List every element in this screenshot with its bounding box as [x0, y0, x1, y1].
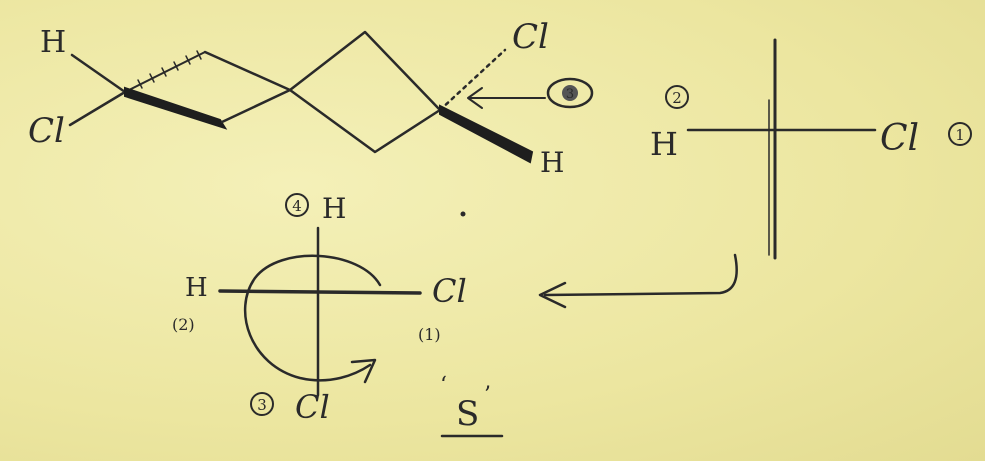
label-cl-top-right: Cl	[512, 17, 549, 57]
fischer-priority-1-circle	[948, 122, 972, 146]
fischer-projection: 2 H Cl 1	[650, 38, 972, 260]
rotation-projection: 4 H H (2) Cl (1) 3 Cl	[172, 192, 467, 426]
label-cl-left: Cl	[28, 111, 65, 151]
proj-top-h: H	[322, 192, 346, 225]
proj-priority-4-circle	[285, 193, 309, 217]
proj-priority-4: 4	[292, 197, 302, 215]
proj-priority-3-circle	[250, 392, 274, 416]
result-open-quote: ‘	[440, 373, 447, 398]
proj-priority-3: 3	[257, 396, 267, 414]
connector-arrow	[538, 253, 738, 309]
proj-right-priority: (1)	[418, 325, 441, 344]
fischer-priority-2: 2	[672, 89, 682, 107]
circled-marker-ring	[546, 77, 594, 109]
wedge-bond-left	[124, 86, 228, 130]
result-letter: S	[456, 394, 479, 434]
circled-marker-number: 3	[566, 87, 574, 102]
fischer-priority-1: 1	[955, 126, 965, 144]
rotation-arc	[243, 254, 382, 382]
dashed-bond	[438, 48, 507, 112]
fischer-right-cl: Cl	[880, 118, 919, 159]
proj-left-h: H	[185, 273, 208, 303]
cyclohexane-chair: 3 H Cl Cl H	[28, 17, 594, 179]
configuration-result: ‘ S ’	[440, 373, 504, 438]
bond-h-left	[70, 53, 127, 94]
result-close-quote: ’	[484, 383, 491, 408]
hash-marks	[137, 50, 202, 89]
proj-left-priority: (2)	[172, 315, 195, 334]
fischer-priority-2-circle	[665, 85, 689, 109]
proj-bottom-cl: Cl	[295, 388, 330, 426]
fischer-left-h: H	[650, 125, 678, 163]
proj-right-cl: Cl	[432, 272, 467, 310]
connector-arrow-head	[538, 281, 567, 309]
circled-marker-scribble	[562, 85, 578, 101]
pointer-arrow-head	[467, 87, 483, 109]
bond-cl-left	[68, 90, 127, 127]
wedge-bond-right	[439, 104, 534, 164]
hashed-bond	[124, 51, 206, 93]
projection-horizontal-bond	[218, 289, 422, 295]
label-h-top-left: H	[40, 25, 66, 60]
connector-path	[543, 253, 738, 297]
rotation-arrow-head	[350, 358, 377, 384]
stray-dot	[460, 211, 466, 217]
label-h-right: H	[540, 146, 564, 179]
ring-outline	[203, 30, 442, 154]
